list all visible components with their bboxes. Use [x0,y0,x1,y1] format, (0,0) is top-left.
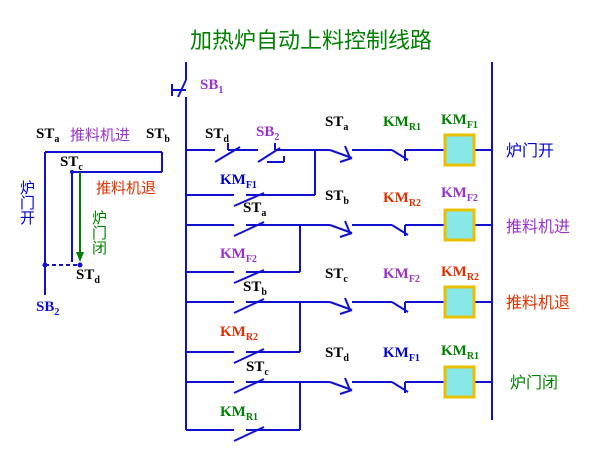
coil-kmf2 [443,208,476,242]
seq-label-sta: STa [36,126,59,145]
label-rung4-interlock: KMF1 [383,345,420,364]
std-contact-rung1 [214,143,241,163]
seq-door-close: 炉门闭 [90,210,108,256]
sequence-diagram [42,151,163,295]
stb-nc-contact [329,220,353,238]
label-rung4-hold: KMR1 [220,404,258,423]
kmf2-interlock-contact [391,301,409,313]
seq-label-stb: STb [146,126,170,145]
rung3-action: 推料机退 [506,293,570,312]
kmf1-hold-contact [233,192,265,207]
seq-label-std: STd [76,267,100,286]
sb2-contact-rung1 [257,143,285,163]
stc-nc-contact [329,297,353,315]
sta-nc-contact [329,145,353,163]
coil-kmr2 [443,285,476,319]
label-rung3-series: STc [325,266,348,285]
seq-push-out: 推料机退 [96,179,156,197]
label-rung4-coil: KMR1 [441,343,479,362]
label-rung3-coil: KMR2 [441,264,479,283]
seq-push-in: 推料机进 [70,126,130,144]
label-rung1-series: STa [325,114,348,133]
label-sb1: SB1 [200,77,223,96]
label-rung1-sb2: SB2 [256,124,279,143]
label-rung2-series: STb [325,188,349,207]
main-wiring [185,62,493,431]
label-rung3-hold: KMR2 [220,324,258,343]
label-rung2-coil: KMF2 [441,185,478,204]
label-rung2-start: STa [243,200,266,219]
kmf1-interlock-contact [391,381,409,393]
stb-no-contact-rung3 [233,298,265,314]
sta-no-contact-rung2 [233,221,265,237]
label-rung1-start: STd [205,126,229,145]
coil-kmf1 [443,133,476,167]
diagram-title: 加热炉自动上料控制线路 [190,29,432,54]
label-rung3-interlock: KMF2 [383,266,420,285]
seq-door-open: 炉门开 [18,180,36,225]
label-rung3-start: STb [243,279,267,298]
seq-label-sb2: SB2 [36,299,59,318]
label-rung4-series: STd [325,345,349,364]
label-rung2-hold: KMF2 [220,246,257,265]
label-rung2-interlock: KMR2 [383,190,421,209]
rung1-action: 炉门开 [506,141,554,160]
kmr1-interlock-contact [391,149,409,161]
stc-no-contact-rung4 [233,378,265,394]
kmr2-hold-contact [233,348,265,364]
label-rung1-coil: KMF1 [441,112,478,131]
rung4-action: 炉门闭 [510,373,558,392]
sb1-contact [171,79,187,98]
coil-kmr1 [443,365,476,399]
label-rung4-start: STc [246,359,269,378]
rung2-action: 推料机进 [506,217,570,236]
std-nc-contact [329,377,353,395]
kmf2-hold-contact [233,269,265,284]
label-rung1-hold: KMF1 [220,172,257,191]
seq-label-stc: STc [60,154,83,173]
kmr2-interlock-contact [391,224,409,236]
kmr1-hold-contact [233,426,265,442]
label-rung1-interlock: KMR1 [383,114,421,133]
